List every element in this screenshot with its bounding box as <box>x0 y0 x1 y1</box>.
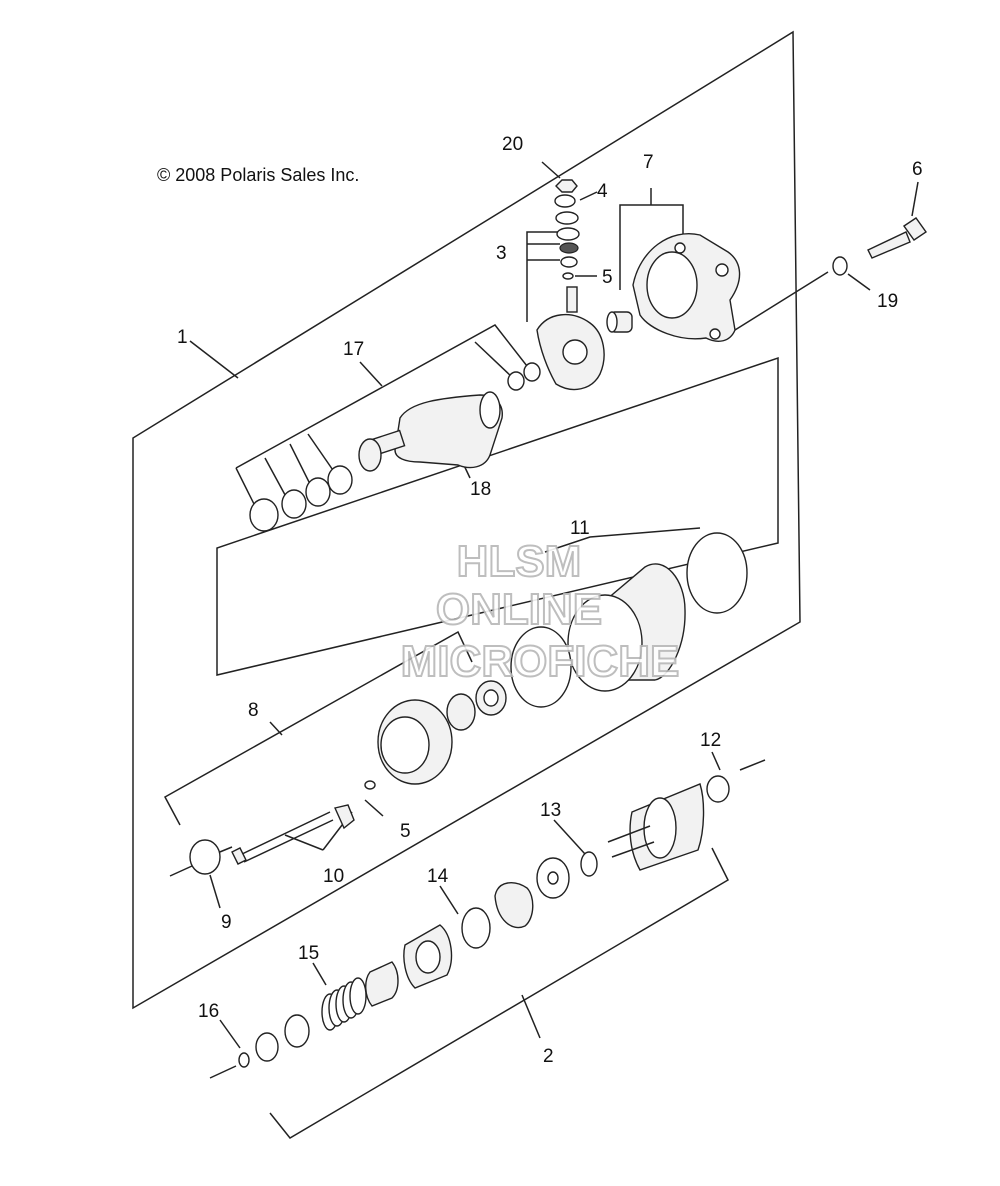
callout-11[interactable]: 11 <box>570 518 590 539</box>
spring-seat <box>284 1014 310 1048</box>
watermark: HLSM ONLINE MICROFICHE <box>400 536 681 687</box>
callout-6[interactable]: 6 <box>912 159 923 180</box>
terminal-bolt <box>566 286 578 313</box>
callout-3[interactable]: 3 <box>496 243 507 264</box>
washer-3c <box>559 242 579 254</box>
frame-starter-assembly <box>132 30 801 1010</box>
svg-text:MICROFICHE: MICROFICHE <box>401 637 680 686</box>
o-ring-5-top <box>562 272 574 280</box>
svg-text:ONLINE: ONLINE <box>436 585 602 634</box>
washer-4 <box>554 194 576 208</box>
brush-plate-group <box>536 179 633 391</box>
needle-bearing <box>446 693 476 731</box>
callout-2[interactable]: 2 <box>543 1046 554 1067</box>
washer-d <box>327 465 353 495</box>
washer-c <box>305 477 331 507</box>
callout-10[interactable]: 10 <box>323 866 344 887</box>
washer-19 <box>832 256 848 276</box>
callout-18[interactable]: 18 <box>470 479 491 500</box>
yoke-group <box>510 532 748 708</box>
end-cap-group <box>189 680 507 875</box>
callout-7[interactable]: 7 <box>643 152 654 173</box>
washer-3b <box>556 227 580 241</box>
sleeve <box>365 961 399 1007</box>
drive-group <box>238 775 730 1068</box>
end-housing-7 <box>632 233 741 342</box>
snap-ring-16 <box>238 1052 250 1068</box>
callout-15[interactable]: 15 <box>298 943 319 964</box>
washer-a <box>249 498 279 532</box>
through-bolt-10 <box>239 811 331 856</box>
washer-3d <box>560 256 578 268</box>
callout-5-mid[interactable]: 5 <box>400 821 411 842</box>
frame-end-cap <box>163 630 473 826</box>
assembly-frames <box>132 30 801 1139</box>
callout-19[interactable]: 19 <box>877 291 898 312</box>
washer-17a <box>507 371 525 391</box>
callout-5-top[interactable]: 5 <box>602 267 613 288</box>
washer-17b <box>523 362 541 382</box>
armature <box>394 394 503 469</box>
o-ring-11-right <box>686 532 748 614</box>
callout-16[interactable]: 16 <box>198 1001 219 1022</box>
armature-spline <box>358 438 382 472</box>
o-ring-5-mid <box>364 780 376 790</box>
spring-15 <box>321 977 367 1031</box>
washer-small <box>255 1032 279 1062</box>
nut-10 <box>334 804 355 830</box>
armature-group <box>249 362 541 532</box>
frame-drive <box>269 847 729 1139</box>
washer-3a <box>555 211 579 225</box>
nut-20 <box>555 179 578 193</box>
washer-b <box>281 489 307 519</box>
snap-ring-14 <box>461 907 491 949</box>
callout-20[interactable]: 20 <box>502 134 523 155</box>
callout-12[interactable]: 12 <box>700 730 721 751</box>
o-ring-11-left <box>510 626 572 708</box>
callout-14[interactable]: 14 <box>427 866 449 887</box>
clutch-plate <box>494 882 534 929</box>
washer-12 <box>706 775 730 803</box>
cap-9 <box>189 839 221 875</box>
callout-labels: 1 2 3 4 5 5 6 7 8 9 10 11 12 13 14 15 16… <box>177 134 923 1067</box>
callout-9[interactable]: 9 <box>221 912 232 933</box>
copyright-text: © 2008 Polaris Sales Inc. <box>157 165 359 185</box>
callout-13[interactable]: 13 <box>540 800 561 821</box>
frame-armature-housing <box>216 356 779 676</box>
callout-17[interactable]: 17 <box>343 339 364 360</box>
bolt-6 <box>867 217 927 259</box>
callout-4[interactable]: 4 <box>597 181 608 202</box>
callout-8[interactable]: 8 <box>248 700 259 721</box>
callout-1[interactable]: 1 <box>177 327 188 348</box>
svg-text:HLSM: HLSM <box>457 537 582 586</box>
snap-ring-13 <box>580 851 598 877</box>
